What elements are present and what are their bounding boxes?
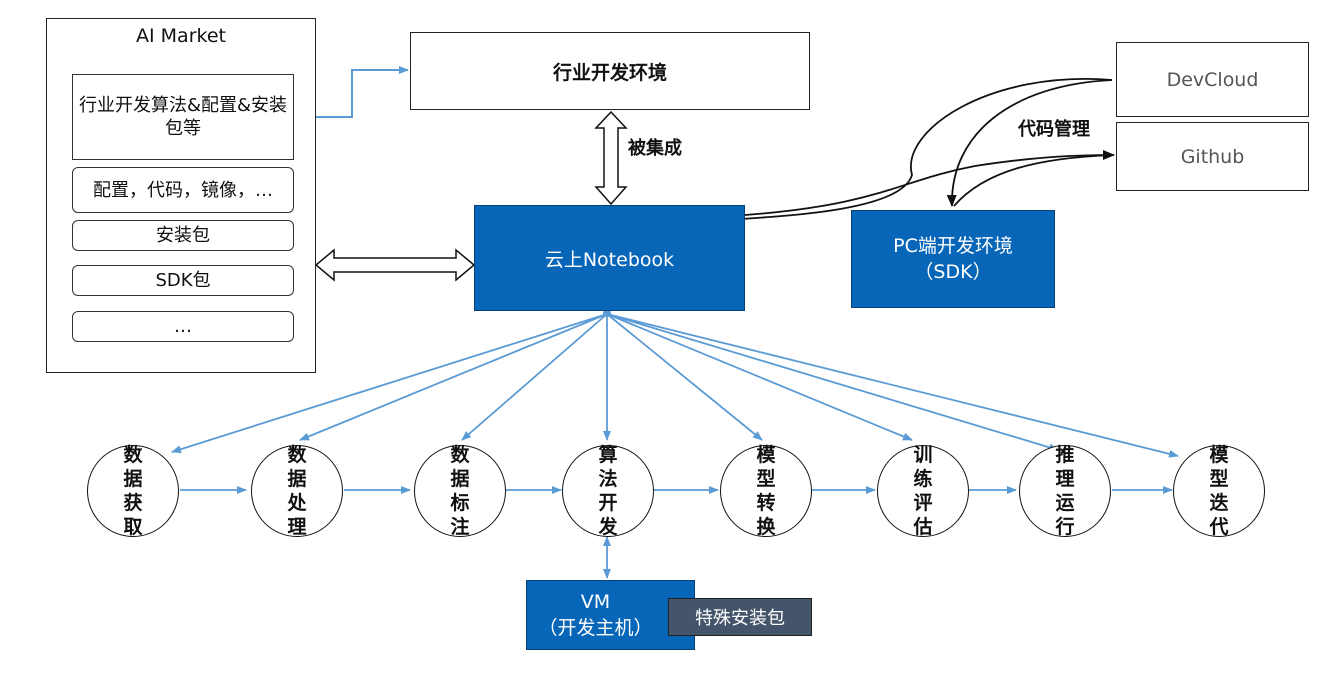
cloud-notebook-box[interactable]: 云上Notebook [474,205,745,311]
pipeline-node-algorithm-dev[interactable]: 算法开发 [562,444,654,538]
notebook-fanout-arrows [171,313,1179,458]
market-item-sdk-package[interactable]: SDK包 [72,265,294,296]
pipeline-node-inference-run[interactable]: 推理运行 [1019,444,1111,538]
devcloud-to-pc-curve [946,79,1113,207]
market-item-algorithms[interactable]: 行业开发算法&配置&安装包等 [72,74,294,160]
integrated-label: 被集成 [628,138,682,159]
notebook-to-github-curve [744,150,1115,216]
vm-line1: VM [580,591,611,613]
pipeline-node-data-labeling[interactable]: 数据标注 [414,444,506,538]
pc-env-line1: PC端开发环境 [893,235,1013,257]
pc-dev-env-box[interactable]: PC端开发环境 （SDK） [851,210,1055,308]
pipeline-node-model-iteration[interactable]: 模型迭代 [1173,444,1265,538]
vm-line2: （开发主机） [538,617,653,639]
pipeline-node-model-conversion[interactable]: 模型转换 [720,444,812,538]
special-install-package-box[interactable]: 特殊安装包 [668,598,812,636]
vm-dev-host-box[interactable]: VM （开发主机） [526,580,695,650]
github-box[interactable]: Github [1116,122,1309,191]
devcloud-box[interactable]: DevCloud [1116,42,1309,117]
pipeline-node-data-processing[interactable]: 数据处理 [251,444,343,538]
ai-market-title: AI Market [136,25,226,47]
market-item-config-code-image[interactable]: 配置，代码，镜像，… [72,167,294,213]
pipeline-node-data-acquisition[interactable]: 数据获取 [87,444,179,538]
integration-double-arrow [594,110,628,206]
industry-dev-env-box[interactable]: 行业开发环境 [410,32,810,110]
market-item-more[interactable]: … [72,311,294,342]
market-item-install-package[interactable]: 安装包 [72,220,294,251]
code-management-label: 代码管理 [1018,119,1090,140]
market-notebook-double-arrow [314,248,476,282]
github-to-pc-curve [953,154,1113,207]
devcloud-to-notebook-curve [691,78,1113,227]
pipeline-node-training-eval[interactable]: 训练评估 [877,444,969,538]
market-to-industry-arrow [294,66,409,118]
pc-env-line2: （SDK） [914,261,992,283]
